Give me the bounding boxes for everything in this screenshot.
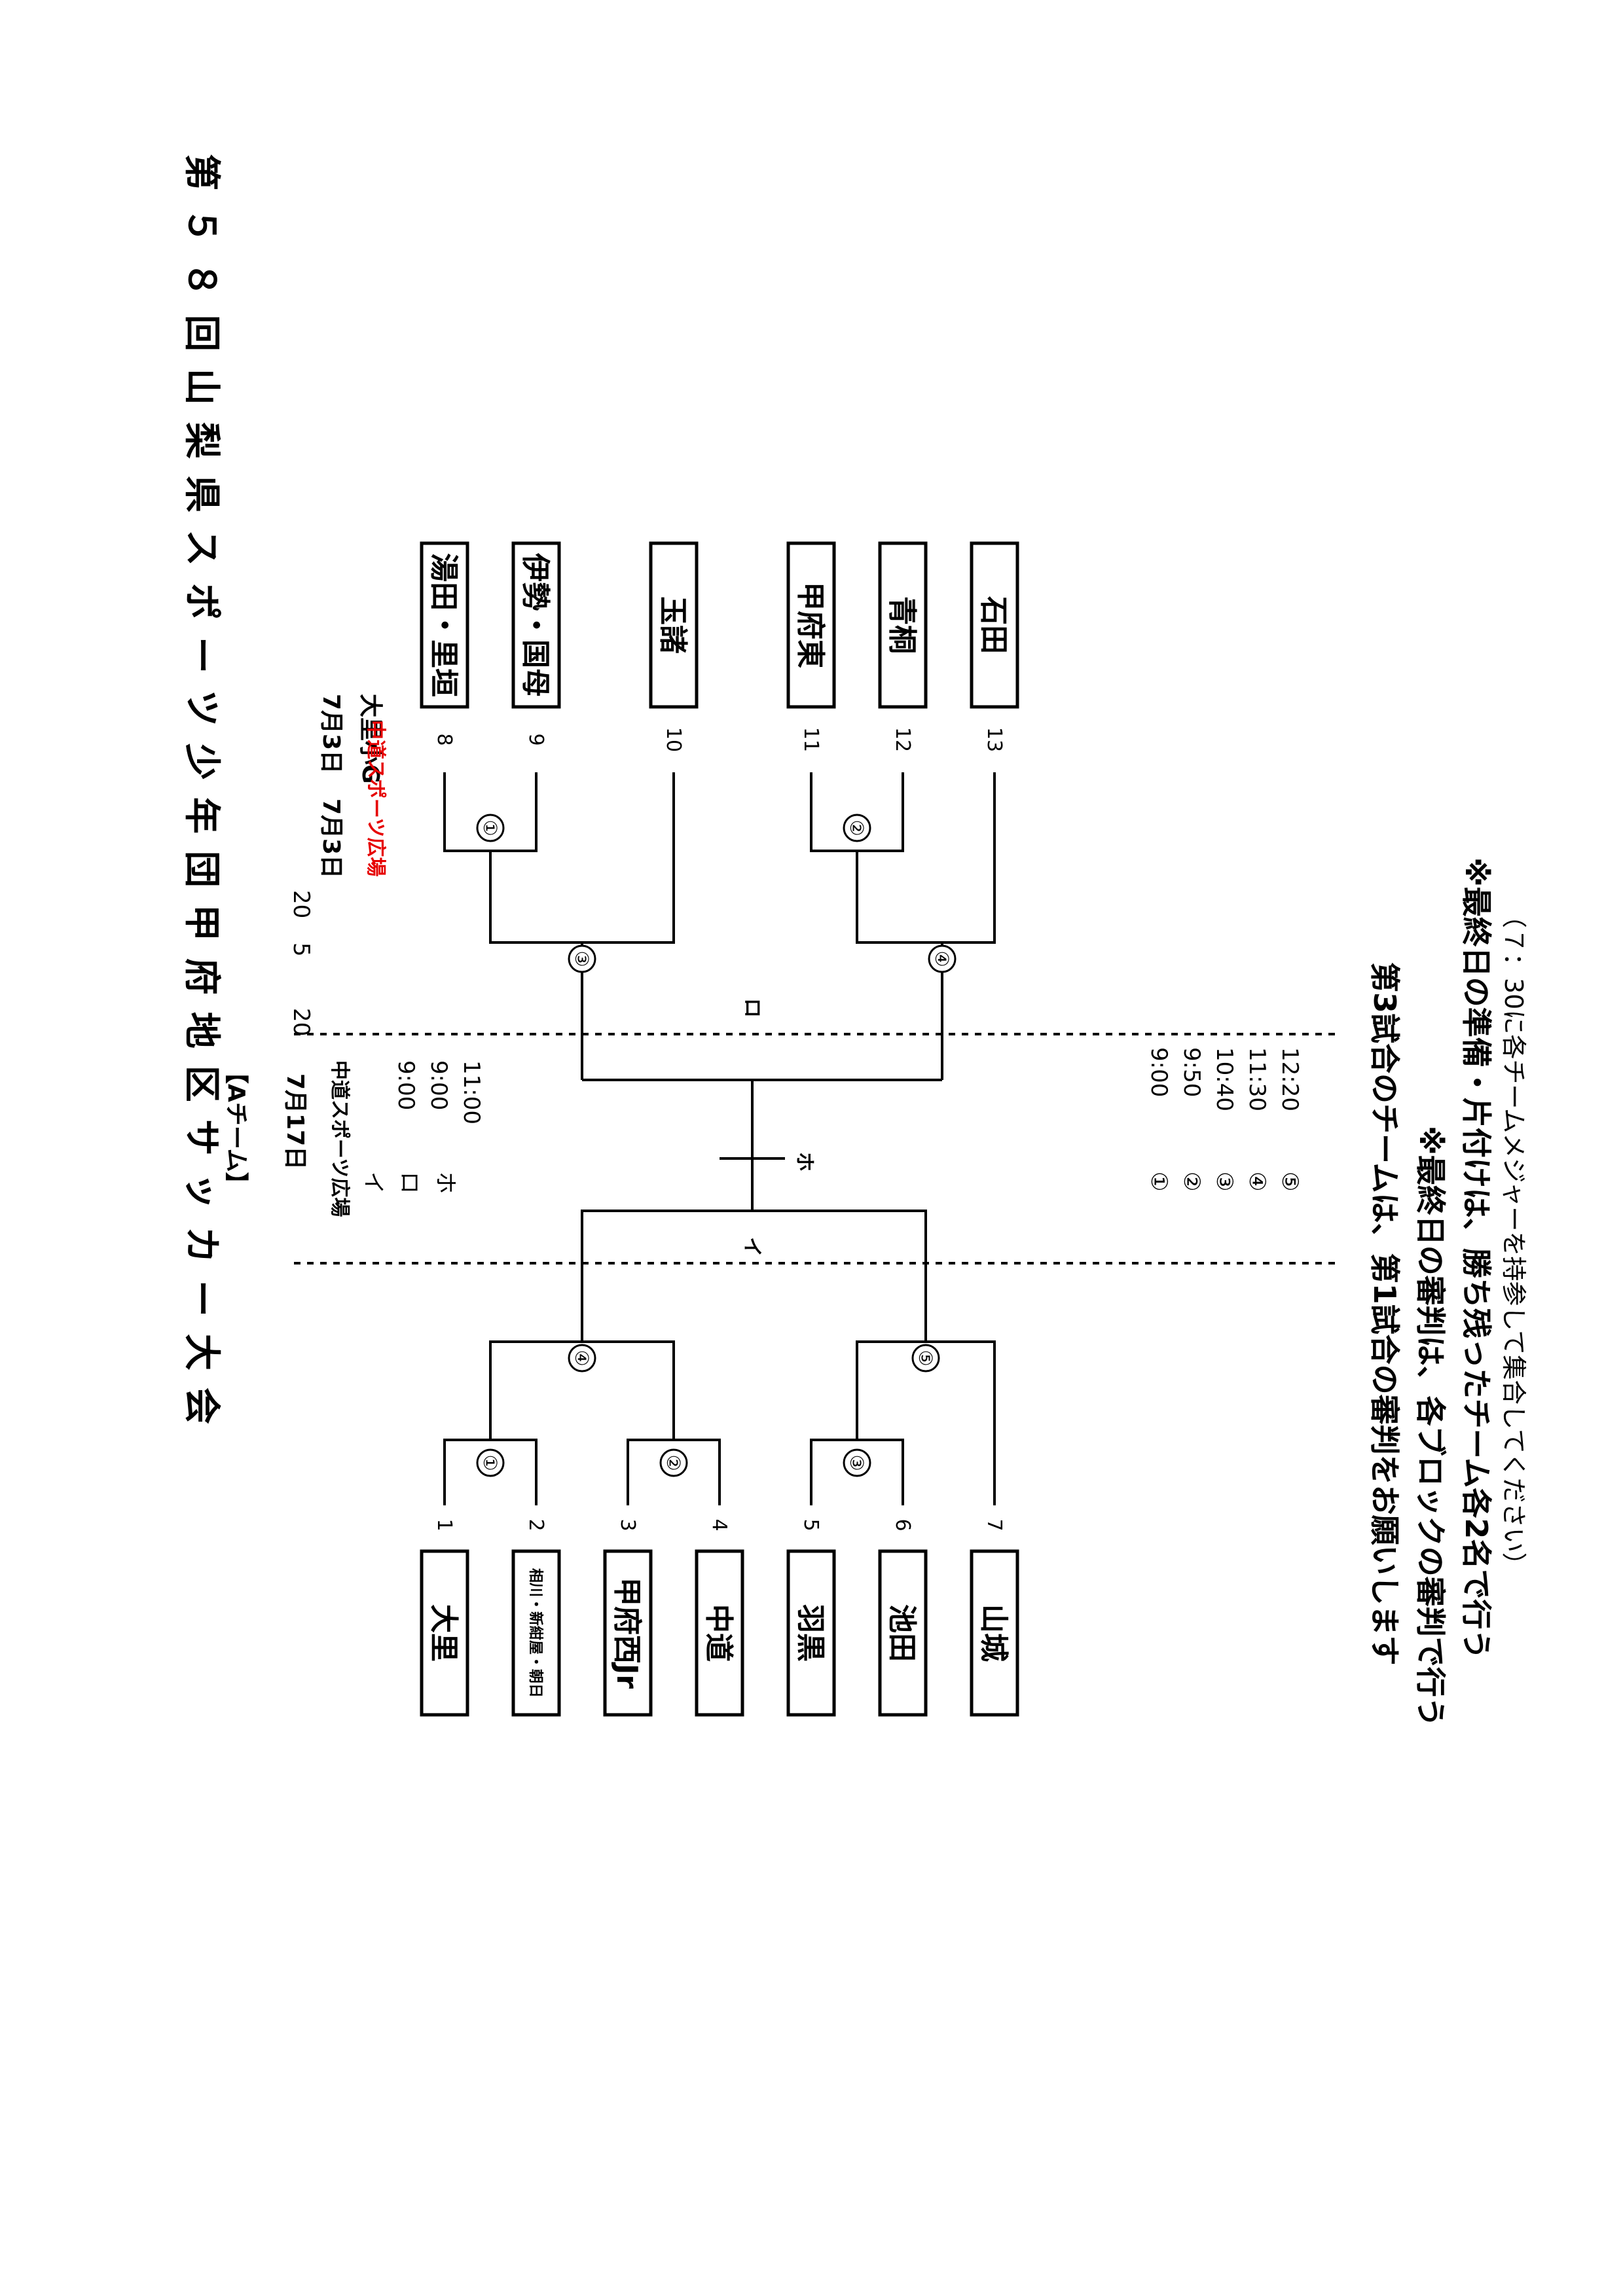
final-schedule: イ 9:00 ロ 9:00 ホ 11:00 bbox=[360, 1060, 484, 1194]
final-bracket-lines bbox=[582, 1079, 942, 1211]
team-name: 中道 bbox=[702, 1604, 735, 1662]
left-bracket-lines bbox=[443, 1210, 996, 1505]
team-name: 伊勢・国母 bbox=[519, 552, 552, 697]
match-number: ③ bbox=[571, 950, 593, 967]
team-number: 7 bbox=[983, 1518, 1006, 1531]
note-line: 第3試合のチームは、第1試合の審判をお願いします bbox=[1367, 962, 1402, 1666]
header-number: 20 bbox=[288, 1008, 314, 1036]
right-team-numbers: 8 9 10 11 12 13 bbox=[433, 727, 1006, 752]
match-number: ① bbox=[479, 819, 501, 836]
schedule-label: ⑤ bbox=[1277, 1172, 1303, 1191]
note-line: （７：30に各チームメジャーを持参して集合してください） bbox=[1499, 903, 1528, 1577]
match-number: ④ bbox=[931, 950, 953, 967]
team-name: 玉諸 bbox=[656, 596, 689, 654]
right-date: 7月3日 bbox=[318, 798, 344, 878]
schedule-time: 11:00 bbox=[458, 1060, 484, 1124]
team-name: 池田 bbox=[885, 1604, 919, 1662]
section-label: 【Aチーム】 bbox=[223, 1060, 249, 1196]
schedule-label: ② bbox=[1178, 1172, 1205, 1191]
final-date: 7月17日 bbox=[282, 1073, 308, 1170]
team-number: 6 bbox=[891, 1518, 914, 1531]
team-name: 石田 bbox=[977, 596, 1010, 654]
team-number: 11 bbox=[799, 727, 822, 752]
team-number: 10 bbox=[662, 727, 685, 752]
first-day-schedule: ① 9:00 ② 9:50 ③ 10:40 ④ 11:30 ⑤ 12:20 bbox=[1146, 1047, 1303, 1191]
match-number: ③ bbox=[846, 1454, 867, 1471]
schedule-time: 12:20 bbox=[1277, 1047, 1303, 1111]
notes: 第3試合のチームは、第1試合の審判をお願いします ※最終日の審判は、各ブロックの… bbox=[1367, 857, 1528, 1727]
bracket-label-ho: ホ bbox=[793, 1152, 816, 1172]
team-number: 5 bbox=[799, 1518, 822, 1531]
team-number: 9 bbox=[524, 733, 547, 745]
right-match-markers: ① ② ③ ④ bbox=[476, 814, 957, 973]
schedule-time: 9:50 bbox=[1178, 1047, 1205, 1097]
team-number: 12 bbox=[891, 727, 914, 752]
team-name: 大里 bbox=[427, 1604, 460, 1662]
schedule-label: ① bbox=[1146, 1172, 1172, 1191]
team-name: 甲府東 bbox=[793, 582, 827, 668]
right-bracket-lines bbox=[443, 772, 996, 1080]
team-name: 湯田・里垣 bbox=[427, 553, 460, 697]
right-numbers: 20 5 20 bbox=[288, 890, 314, 1036]
left-venue: 大里小G bbox=[357, 694, 384, 784]
team-name: 相川・新紺屋・朝日 bbox=[527, 1568, 544, 1698]
schedule-time: 9:00 bbox=[1146, 1047, 1172, 1097]
note-line: ※最終日の準備・片付けは、勝ち残ったチーム各2名で行う bbox=[1459, 857, 1494, 1659]
team-number: 13 bbox=[983, 727, 1006, 752]
left-team-numbers: 1 2 3 4 5 6 7 bbox=[433, 1518, 1006, 1531]
schedule-label: ホ bbox=[432, 1172, 458, 1194]
note-line: ※最終日の審判は、各ブロックの審判で行う bbox=[1413, 1126, 1448, 1727]
team-number: 1 bbox=[433, 1518, 456, 1531]
schedule-time: 9:00 bbox=[426, 1060, 452, 1110]
schedule-time: 9:00 bbox=[393, 1060, 419, 1110]
header-number: 20 bbox=[288, 890, 314, 918]
match-number: ④ bbox=[571, 1350, 593, 1366]
team-number: 3 bbox=[616, 1518, 639, 1531]
final-venue: 中道スポーツ広場 bbox=[328, 1060, 351, 1217]
match-number: ① bbox=[479, 1454, 501, 1471]
right-team-list: 湯田・里垣 伊勢・国母 玉諸 甲府東 青桐 石田 bbox=[420, 541, 1019, 709]
team-name: 甲府西Jr bbox=[610, 1577, 644, 1689]
team-name: 山城 bbox=[977, 1604, 1010, 1662]
team-number: 8 bbox=[433, 733, 456, 745]
bracket-label-ro: ロ bbox=[740, 998, 763, 1018]
team-number: 4 bbox=[708, 1518, 731, 1531]
match-number: ② bbox=[663, 1454, 684, 1471]
left-date: 7月3日 bbox=[318, 694, 344, 774]
bracket-label-i: イ bbox=[740, 1237, 763, 1257]
schedule-time: 10:40 bbox=[1211, 1047, 1237, 1111]
header-number: 5 bbox=[288, 942, 314, 957]
schedule-time: 11:30 bbox=[1244, 1047, 1270, 1111]
right-venue: 中道スポーツ広場 bbox=[364, 720, 387, 876]
left-team-list: 大里 相川・新紺屋・朝日 甲府西Jr 中道 羽黒 池田 山城 bbox=[420, 1549, 1019, 1717]
page-title: 第５８回山梨県スポーツ少年団甲府地区サッカー大会 bbox=[180, 154, 223, 1441]
schedule-label: イ bbox=[360, 1172, 386, 1194]
schedule-label: ④ bbox=[1244, 1172, 1270, 1191]
team-name: 青桐 bbox=[885, 596, 919, 654]
left-match-markers: ① ② ③ ④ ⑤ bbox=[476, 1344, 940, 1477]
schedule-label: ロ bbox=[396, 1172, 422, 1194]
team-number: 2 bbox=[524, 1518, 547, 1531]
team-name: 羽黒 bbox=[793, 1604, 827, 1662]
match-number: ⑤ bbox=[915, 1350, 936, 1366]
match-number: ② bbox=[846, 819, 867, 836]
schedule-label: ③ bbox=[1211, 1172, 1237, 1191]
